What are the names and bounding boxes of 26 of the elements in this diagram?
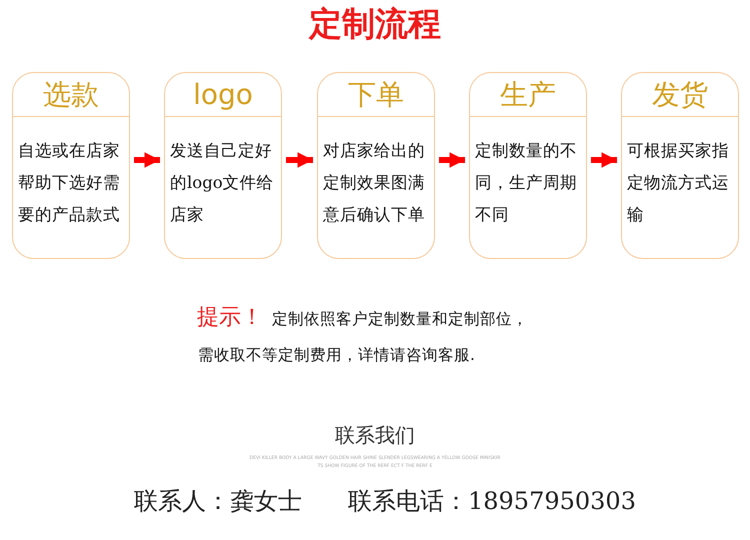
contact-phone: 联系电话：18957950303 xyxy=(348,486,636,517)
process-box xyxy=(621,72,739,259)
step-heading: 选款 xyxy=(43,78,99,112)
step-description: 发送自己定好的logo文件给店家 xyxy=(170,140,275,226)
step-description: 定制数量的不同，生产周期不同 xyxy=(475,140,578,226)
note-text: 定制依照客户定制数量和定制部位， xyxy=(272,309,528,330)
contact-person: 联系人：龚女士 xyxy=(134,486,302,517)
note-text: 需收取不等定制费用，详情请咨询客服. xyxy=(198,345,475,366)
step-heading: logo xyxy=(193,78,253,112)
step-description: 自选或在店家帮助下选好需要的产品款式 xyxy=(18,140,121,226)
arrow xyxy=(439,152,465,168)
step-heading: 生产 xyxy=(500,78,556,112)
step-heading: 发货 xyxy=(652,78,708,112)
step-description: 可根据买家指定物流方式运输 xyxy=(627,140,730,226)
process-box xyxy=(164,72,282,259)
note-heading: 提示！ xyxy=(197,304,263,332)
arrow xyxy=(591,152,617,168)
contact-heading: 联系我们 xyxy=(334,422,416,449)
step-heading: 下单 xyxy=(348,78,404,112)
arrow xyxy=(134,152,160,168)
process-box xyxy=(317,72,435,259)
step-description: 对店家给出的定制效果图满意后确认下单 xyxy=(323,140,426,226)
arrow xyxy=(286,152,313,168)
process-box xyxy=(12,72,130,259)
process-box xyxy=(469,72,587,259)
title: 定制流程 xyxy=(308,3,442,45)
